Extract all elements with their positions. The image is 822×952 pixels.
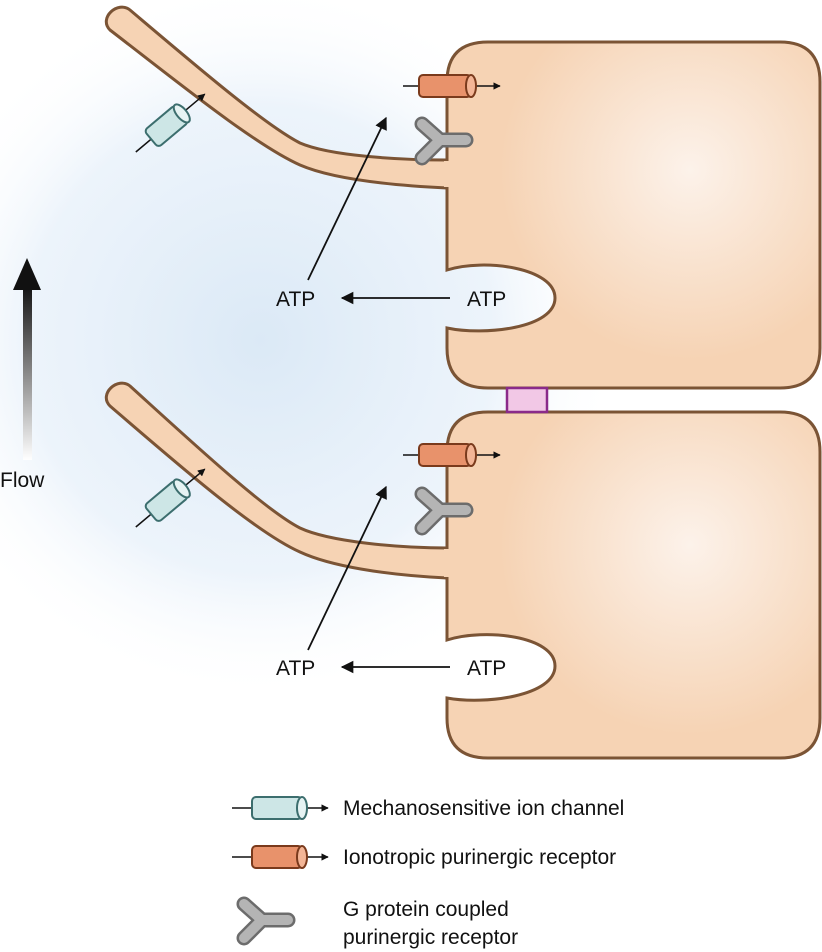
atp-label-vesicle-bottom: ATP [467, 657, 506, 680]
top-cilium [104, 5, 449, 190]
legend: Mechanosensitive ion channel Ionotropic … [232, 796, 624, 949]
bottom-cell-body [445, 410, 822, 760]
top-cell-body [445, 40, 822, 390]
mechanosensitive-channel-icon [135, 468, 206, 528]
legend-label-mechanosensitive: Mechanosensitive ion channel [343, 797, 624, 820]
top-cell [104, 5, 822, 390]
bottom-cilium [104, 381, 449, 580]
mechanosensitive-channel-icon [135, 93, 206, 153]
legend-label-gpcr-line2: purinergic receptor [343, 926, 518, 949]
atp-label-vesicle-top: ATP [467, 288, 506, 311]
legend-gpcr-icon [236, 896, 296, 946]
gpcr-icon [414, 486, 474, 536]
atp-binding-arrow-bottom [307, 485, 387, 651]
legend-label-gpcr-line1: G protein coupled [343, 898, 509, 921]
gap-junction [505, 386, 549, 414]
flow-label: Flow [0, 469, 45, 492]
legend-mechanosensitive-channel-icon [232, 796, 329, 820]
atp-binding-arrow-top [307, 116, 387, 281]
ionotropic-receptor-icon [403, 443, 501, 467]
legend-ionotropic-receptor-icon [232, 845, 329, 869]
legend-label-ionotropic: Ionotropic purinergic receptor [343, 846, 616, 869]
flow-arrow [13, 258, 41, 460]
ionotropic-receptor-icon [403, 74, 501, 98]
bottom-cell [104, 381, 822, 760]
gpcr-icon [414, 116, 474, 166]
atp-label-released-bottom: ATP [276, 657, 315, 680]
atp-label-released-top: ATP [276, 288, 315, 311]
